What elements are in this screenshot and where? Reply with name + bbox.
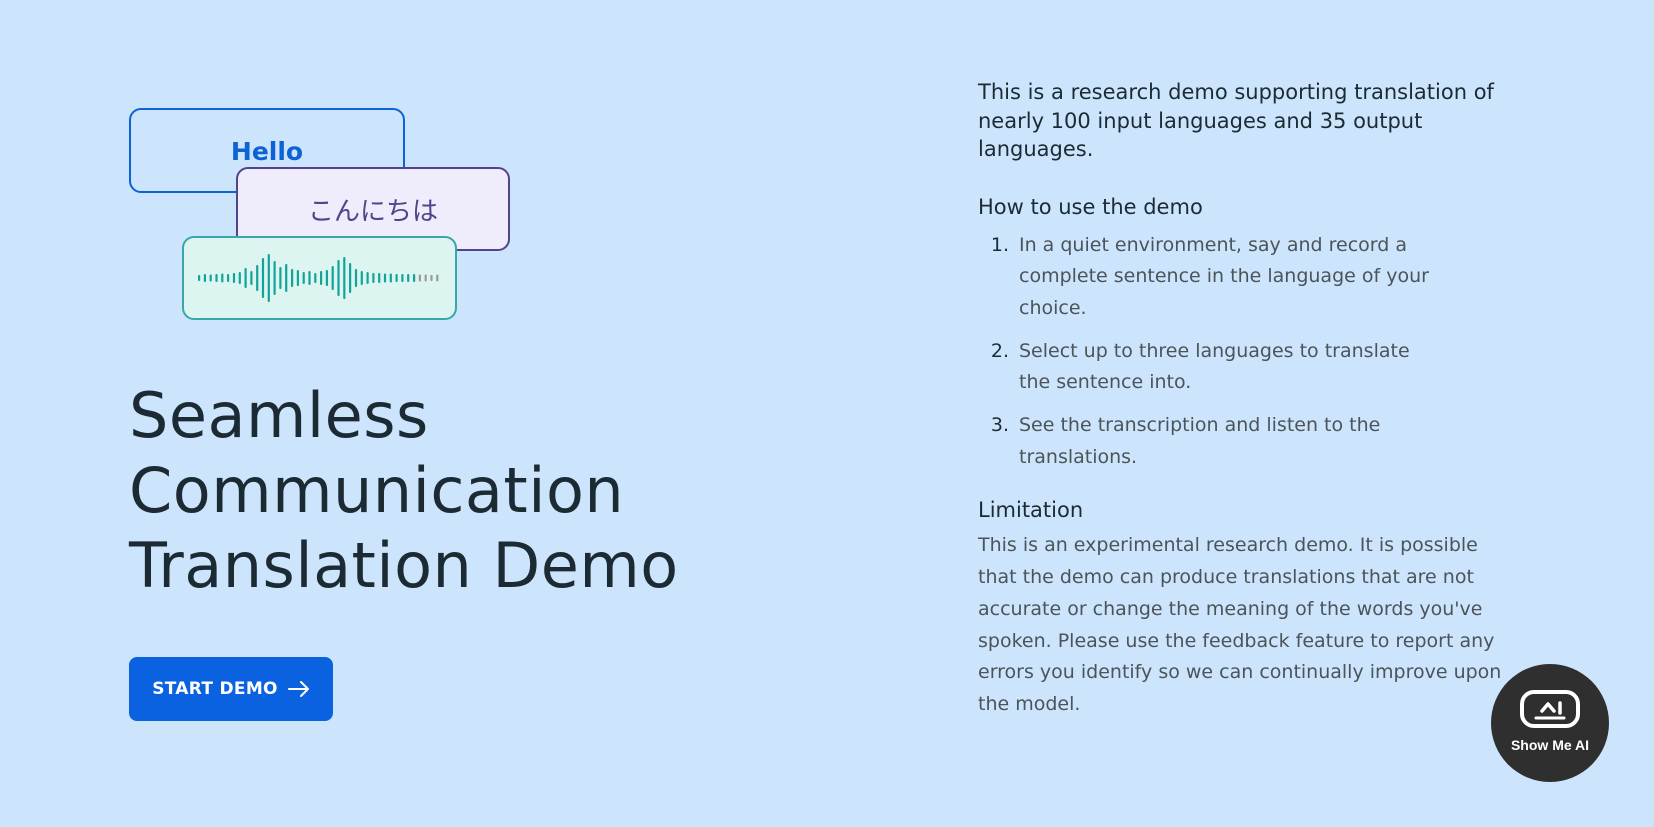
waveform-bar bbox=[209, 274, 212, 282]
title-line-2: Communication bbox=[129, 454, 625, 527]
waveform-bar bbox=[238, 272, 241, 284]
show-me-ai-badge[interactable]: Show Me AI bbox=[1491, 664, 1609, 782]
waveform-bar bbox=[366, 272, 369, 284]
waveform-bar bbox=[406, 274, 409, 282]
translation-illustration: Hello こんにちは bbox=[129, 108, 529, 323]
step-number: 1. bbox=[990, 233, 1009, 256]
badge-label: Show Me AI bbox=[1510, 737, 1590, 753]
how-to-heading: How to use the demo bbox=[978, 194, 1203, 219]
waveform-bar bbox=[307, 271, 311, 285]
intro-text: This is a research demo supporting trans… bbox=[978, 80, 1494, 161]
waveform-bar bbox=[249, 271, 252, 285]
waveform-bar bbox=[267, 254, 270, 302]
waveform-bar bbox=[342, 257, 345, 299]
waveform-bar bbox=[296, 270, 299, 286]
waveform-bar bbox=[354, 269, 357, 287]
waveform-bar bbox=[197, 275, 200, 281]
waveform-bar bbox=[395, 274, 398, 282]
waveform-bar bbox=[418, 274, 421, 282]
step-text: Select up to three languages to translat… bbox=[1019, 339, 1410, 394]
waveform-bar bbox=[290, 269, 293, 287]
waveform-card bbox=[182, 236, 457, 320]
waveform-bar bbox=[278, 267, 281, 289]
waveform-bar bbox=[336, 260, 340, 296]
waveform-bar bbox=[255, 265, 258, 291]
waveform-bar bbox=[424, 274, 427, 282]
step-number: 2. bbox=[990, 339, 1009, 362]
waveform-bar bbox=[220, 273, 223, 283]
list-item: 3. See the transcription and listen to t… bbox=[978, 410, 1518, 473]
start-demo-button[interactable]: START DEMO bbox=[129, 657, 333, 721]
page-title: Seamless Communication Translation Demo bbox=[129, 378, 679, 603]
waveform-bar bbox=[302, 272, 305, 284]
waveform-icon bbox=[197, 254, 438, 302]
waveform-bar bbox=[383, 273, 386, 283]
limitation-text: This is an experimental research demo. I… bbox=[978, 534, 1502, 715]
list-item: 1. In a quiet environment, say and recor… bbox=[978, 230, 1518, 325]
waveform-bar bbox=[377, 273, 380, 283]
waveform-bar bbox=[360, 271, 363, 285]
japanese-text: こんにちは bbox=[307, 196, 438, 227]
limitation-heading: Limitation bbox=[978, 498, 1084, 523]
steps-list: 1. In a quiet environment, say and recor… bbox=[978, 230, 1518, 474]
waveform-bar bbox=[203, 274, 206, 282]
waveform-bar bbox=[284, 264, 287, 292]
waveform-bar bbox=[319, 271, 322, 285]
waveform-bar bbox=[331, 266, 334, 290]
step-text: See the transcription and listen to the … bbox=[1019, 414, 1381, 468]
waveform-bar bbox=[412, 274, 415, 282]
waveform-bar bbox=[261, 258, 264, 298]
waveform-bar bbox=[214, 274, 218, 282]
arrow-right-icon bbox=[287, 681, 309, 697]
waveform-bar bbox=[232, 273, 235, 283]
waveform-bar bbox=[400, 274, 403, 282]
waveform-bar bbox=[273, 261, 276, 295]
title-line-1: Seamless bbox=[129, 379, 429, 452]
waveform-bar bbox=[244, 268, 247, 288]
waveform-bar bbox=[371, 273, 374, 283]
waveform-bar bbox=[348, 263, 351, 293]
info-panel: This is a research demo supporting trans… bbox=[978, 78, 1518, 721]
waveform-bar bbox=[313, 273, 316, 283]
waveform-bar bbox=[435, 274, 438, 282]
step-text: In a quiet environment, say and record a… bbox=[1019, 233, 1429, 319]
start-demo-label: START DEMO bbox=[152, 679, 278, 699]
waveform-bar bbox=[429, 275, 433, 281]
waveform-bar bbox=[389, 273, 392, 283]
title-line-3: Translation Demo bbox=[129, 529, 679, 602]
waveform-bar bbox=[325, 270, 328, 286]
step-number: 3. bbox=[990, 414, 1009, 437]
hero-section: Hello こんにちは Seamless Communication Trans… bbox=[129, 0, 829, 827]
robot-monitor-icon bbox=[1520, 690, 1580, 728]
waveform-bar bbox=[226, 274, 229, 282]
hello-text: Hello bbox=[230, 137, 304, 166]
list-item: 2. Select up to three languages to trans… bbox=[978, 336, 1518, 399]
